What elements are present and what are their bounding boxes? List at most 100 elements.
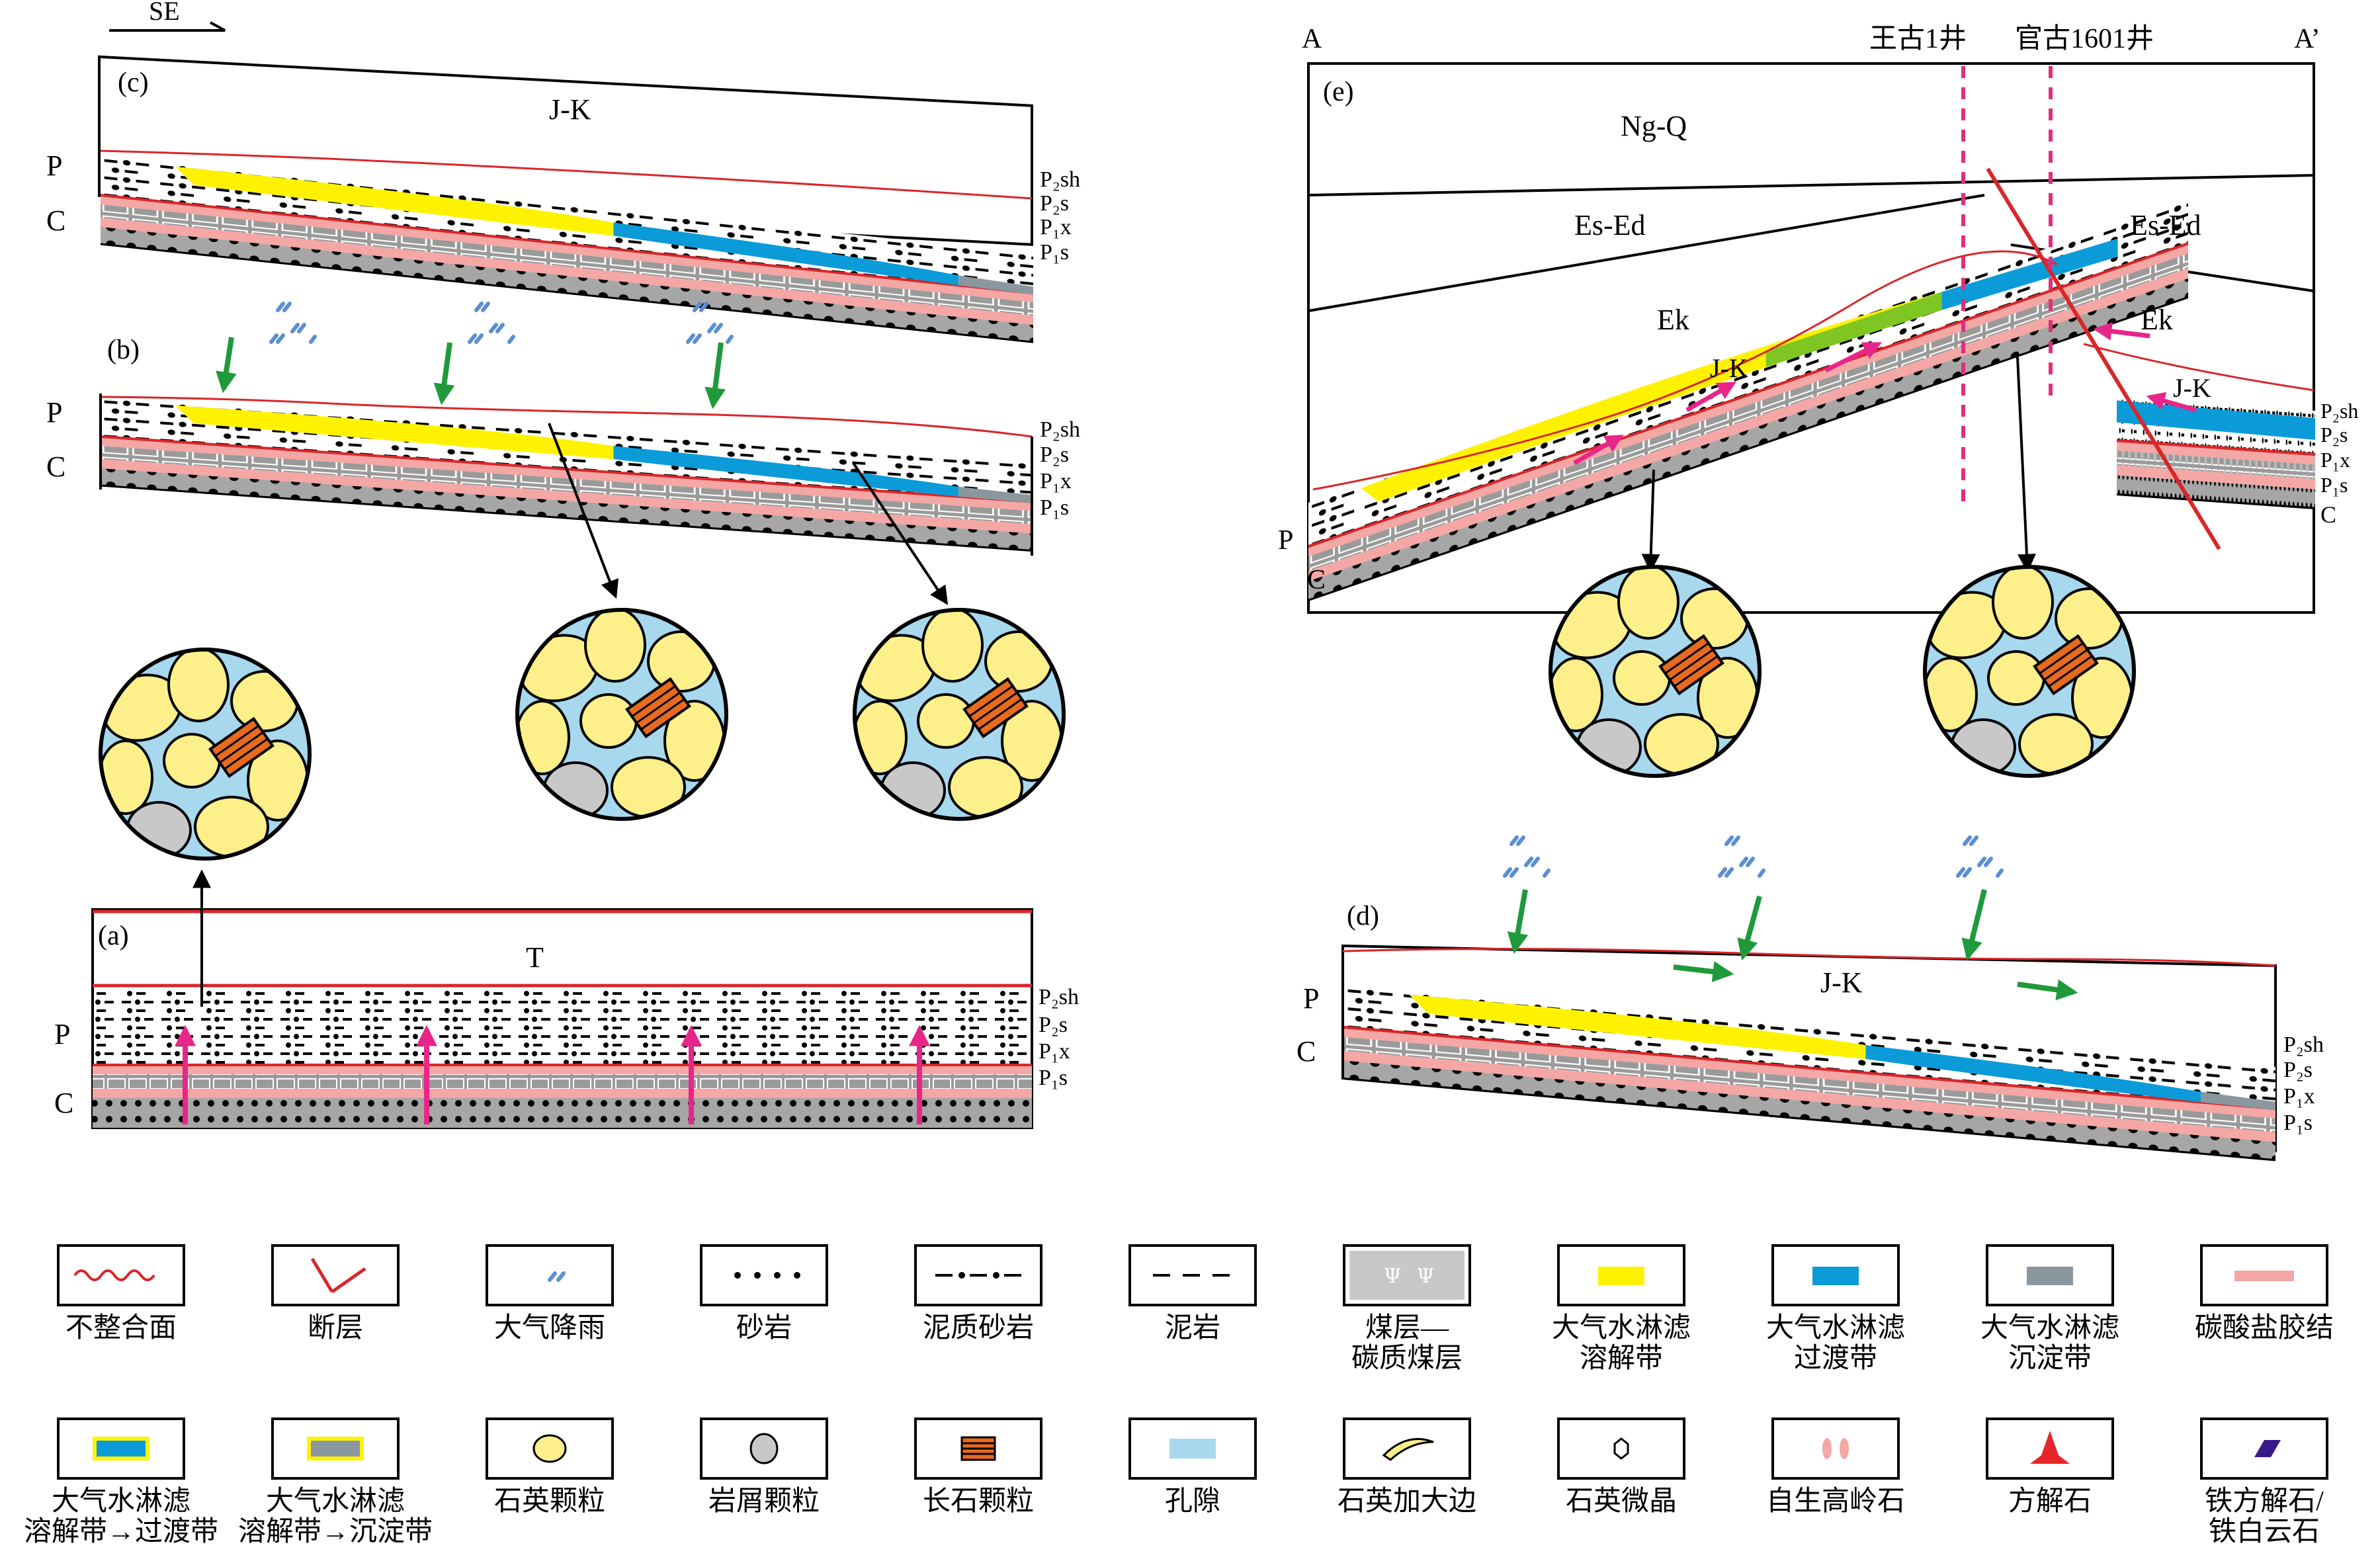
legend-label: 孔隙 — [1165, 1486, 1220, 1517]
panel-d-right-3: P₁x — [2283, 1084, 2315, 1109]
panel-e-right-3: P₁x — [2320, 448, 2350, 472]
thin-section-b-left — [511, 609, 728, 820]
legend-label: 铁方解石/ — [2205, 1486, 2324, 1517]
feldspar-grain-icon — [960, 1436, 996, 1461]
panel-e-well-1: 王古1井 — [1869, 24, 1967, 54]
legend-label: 大气水淋滤 — [52, 1486, 191, 1517]
transition-zone-icon — [1812, 1267, 1859, 1285]
legend-label: 大气水淋滤 — [1980, 1313, 2119, 1343]
legend-item-authigenic-kaolinite: 自生高岭石 — [1766, 1417, 1905, 1517]
panel-c-right-3: P₁x — [1040, 215, 1072, 239]
calcite-icon — [2030, 1431, 2070, 1464]
panel-e-right-5: C — [2320, 501, 2336, 528]
panel-e-unit-ngq: Ng-Q — [1621, 110, 1687, 142]
panel-b-tag: (b) — [107, 335, 140, 365]
microcrystalline-quartz-icon — [1613, 1437, 1629, 1460]
legend-label: 石英颗粒 — [494, 1486, 605, 1517]
precipitation-zone-icon — [2027, 1267, 2073, 1285]
legend-label: 泥质砂岩 — [923, 1313, 1034, 1343]
panel-c-right-1: P₂sh — [1040, 167, 1080, 192]
legend-label: 长石颗粒 — [923, 1486, 1034, 1517]
legend-label: 铁白云石 — [2209, 1517, 2320, 1547]
panel-e-unit-jk-left: J-K — [1710, 353, 1748, 383]
legend-item-microcrystalline-quartz: 石英微晶 — [1557, 1417, 1685, 1517]
panel-c-right-2: P₂s — [1040, 191, 1069, 216]
panel-e-end-right: A’ — [2294, 24, 2320, 54]
legend-label: 岩屑颗粒 — [708, 1486, 820, 1517]
legend-label: 泥岩 — [1165, 1313, 1220, 1343]
quartz-grain-icon — [532, 1434, 567, 1463]
panel-d-tag: (d) — [1347, 901, 1379, 931]
legend-item-feldspar-grain: 长石颗粒 — [914, 1417, 1042, 1517]
legend-label: 煤层— — [1365, 1313, 1449, 1343]
legend-label: 溶解带→过渡带 — [24, 1516, 218, 1547]
legend-item-quartz-overgrowth: 石英加大边 — [1338, 1417, 1476, 1517]
legend-label: 方解石 — [2008, 1486, 2092, 1517]
panel-d-right-1: P₂sh — [2283, 1033, 2324, 1057]
legend-label: 大气降雨 — [494, 1313, 605, 1343]
unconformity-icon — [73, 1269, 155, 1281]
panel-c-right-4: P₁s — [1040, 240, 1069, 265]
panel-e-well-2: 官古1601井 — [2015, 23, 2154, 54]
thin-section-e-right — [1918, 566, 2135, 777]
panel-b-left-c: C — [46, 450, 65, 483]
direction-arrow — [109, 21, 226, 32]
panel-c: (c) J-K P C P₂sh P₂s P₁x P₁s — [46, 55, 1080, 342]
legend-item-unconformity: 不整合面 — [57, 1244, 185, 1343]
legend-item-fault: 断层 — [271, 1244, 400, 1343]
legend-item-quartz-grain: 石英颗粒 — [486, 1417, 614, 1517]
pore-icon — [1169, 1439, 1216, 1459]
panel-b-right-1: P₂sh — [1040, 417, 1080, 442]
ferroan-carbonate-icon — [2254, 1440, 2281, 1457]
legend-label: 不整合面 — [65, 1313, 177, 1343]
svg-text:Ψ: Ψ — [1417, 1265, 1434, 1288]
legend-item-sandstone: 砂岩 — [700, 1244, 828, 1343]
quartz-overgrowth-icon — [1382, 1438, 1434, 1461]
panel-e-unit-ek-right: Ek — [2141, 304, 2173, 336]
direction-label: SE — [149, 0, 180, 26]
panel-e-end-left: A — [1302, 24, 1322, 54]
panel-c-left-p: P — [46, 149, 62, 182]
authigenic-kaolinite-icon — [1822, 1438, 1849, 1459]
panel-b-right-3: P₁x — [1040, 469, 1072, 493]
legend-item-pore: 孔隙 — [1128, 1417, 1257, 1517]
panel-e-unit-jk-right: J-K — [2173, 373, 2211, 403]
legend-item-calcite: 方解石 — [1986, 1417, 2114, 1517]
svg-text:Ψ: Ψ — [1384, 1265, 1401, 1288]
panel-a-right-2: P₂s — [1039, 1013, 1068, 1037]
legend-label: 大气水淋滤 — [1552, 1313, 1691, 1343]
direction-indicator: SE — [109, 0, 226, 32]
panel-b-left-p: P — [46, 396, 62, 429]
panel-e-unit-ek-left: Ek — [1657, 304, 1689, 336]
panel-b: (b) P C P₂sh P₂s P₁x P₁s — [46, 304, 1080, 605]
panel-e-right-1: P₂sh — [2320, 399, 2358, 423]
thin-section-a — [94, 648, 311, 860]
rainfall-icon — [548, 1271, 566, 1282]
thin-section-b-right — [848, 609, 1065, 820]
legend-item-carbonate-cement: 碳酸盐胶结 — [2195, 1244, 2334, 1343]
legend-label: 自生高岭石 — [1766, 1486, 1905, 1517]
legend-label: 溶解带→沉淀带 — [238, 1516, 433, 1547]
sandstone-icon — [734, 1272, 800, 1279]
legend-item-muddy-sandstone: 泥质砂岩 — [914, 1244, 1042, 1343]
panel-b-right-2: P₂s — [1040, 443, 1069, 467]
legend-label: 大气水淋滤 — [1766, 1313, 1905, 1343]
panel-d-left-p: P — [1303, 982, 1319, 1015]
panel-b-right-4: P₁s — [1040, 495, 1069, 520]
legend-label: 过渡带 — [1794, 1343, 1877, 1374]
panel-d-left-c: C — [1296, 1035, 1316, 1068]
panel-d-cover: J-K — [1820, 966, 1863, 999]
legend-label: 大气水淋滤 — [266, 1486, 405, 1517]
panel-a-right-3: P₁x — [1039, 1039, 1070, 1064]
panel-a-left-p: P — [54, 1018, 70, 1050]
fault-line — [1986, 167, 2221, 550]
panel-a-tag: (a) — [98, 921, 129, 951]
legend-label: 碳质煤层 — [1351, 1343, 1463, 1374]
panel-e-right-2: P₂s — [2320, 423, 2348, 446]
legend-label: 断层 — [308, 1313, 363, 1343]
